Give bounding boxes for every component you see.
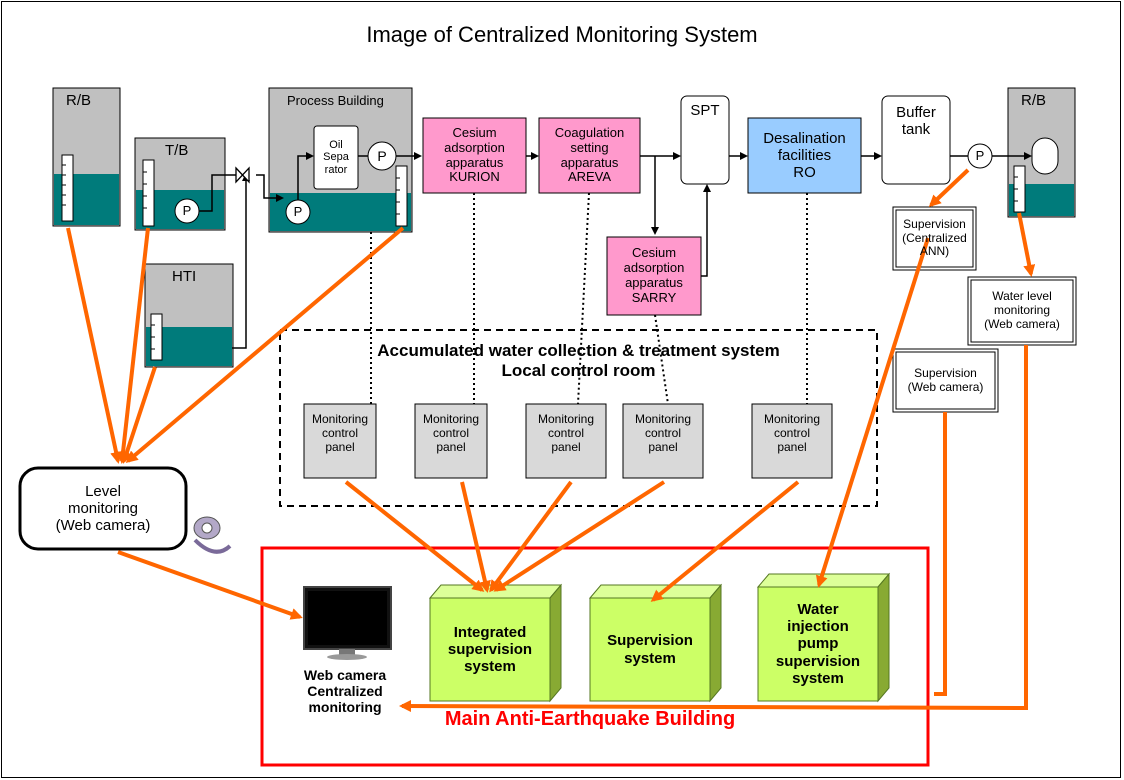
ro-box	[747, 117, 862, 194]
tank-hti	[144, 263, 234, 368]
supervision-box-frames	[892, 206, 1077, 413]
monitoring-panel-3: Monitoring control panel	[537, 412, 595, 454]
local-room-title: Accumulated water collection & treatment…	[280, 336, 877, 386]
buffer-tank-box	[881, 95, 951, 185]
sarry-label: Cesium adsorption apparatus SARRY	[623, 245, 685, 305]
kurion-label: Cesium adsorption apparatus KURION	[444, 124, 505, 185]
level-monitoring-label: Level monitoring (Web camera)	[55, 482, 151, 535]
sarry-box	[606, 236, 702, 316]
monitor-caption: Web camera Centralized monitoring	[303, 666, 387, 716]
pump-label-right: P	[975, 147, 985, 163]
valve-icon	[235, 166, 250, 184]
rb-right-label: R/B	[1021, 92, 1047, 109]
page-title: Image of Centralized Monitoring System	[366, 22, 758, 47]
webcam-icon	[193, 516, 232, 554]
hti-label: HTI	[172, 268, 197, 285]
orange-arrows	[66, 168, 1036, 713]
local-room-frame	[279, 329, 878, 507]
kurion-box	[422, 117, 527, 194]
process-building-label: Process Building	[287, 93, 384, 108]
level-monitoring-box	[18, 466, 188, 551]
areva-box	[538, 117, 641, 194]
local-room-title-line1: Accumulated water collection & treatment…	[377, 341, 780, 361]
tb-label: T/B	[165, 142, 189, 159]
tank-tb	[134, 137, 226, 231]
tank-rb-left	[52, 87, 121, 227]
monitoring-panel-4: Monitoring control panel	[634, 412, 692, 454]
ro-label: Desalination facilities RO	[763, 129, 846, 182]
pipes	[199, 152, 1032, 349]
pump-label-tb: P	[182, 202, 192, 218]
pump-label-process-lower: P	[293, 203, 303, 219]
oil-separator-label: Oil Sepa rator	[323, 138, 349, 176]
buffer-tank-label: Buffer tank	[896, 103, 936, 138]
pump-label-process: P	[377, 147, 387, 164]
local-room-title-line2: Local control room	[501, 361, 656, 380]
rb-left-label: R/B	[66, 92, 92, 109]
dotted-links	[370, 192, 808, 405]
supervision-centralized-label: Supervision (Centralized ANN)	[902, 216, 967, 259]
integrated-supervision-label: Integrated supervision system	[447, 623, 533, 676]
process-building	[268, 87, 413, 233]
green-boxes	[428, 572, 891, 703]
water-injection-label: Water injection pump supervision system	[775, 600, 861, 687]
supervision-system-label: Supervision system	[607, 632, 693, 667]
main-building-frame	[260, 546, 930, 767]
areva-label: Coagulation setting apparatus AREVA	[554, 124, 625, 185]
monitoring-panel-2: Monitoring control panel	[422, 412, 480, 454]
spt-label: SPT	[690, 102, 720, 120]
monitoring-panel-1: Monitoring control panel	[311, 412, 369, 454]
monitoring-panels	[303, 403, 833, 479]
monitor-icon	[303, 586, 392, 660]
main-building-label: Main Anti-Earthquake Building	[444, 707, 736, 730]
monitoring-panel-5: Monitoring control panel	[763, 412, 821, 454]
tank-rb-right	[1007, 87, 1076, 218]
supervision-web-camera-label: Supervision (Web camera)	[907, 365, 984, 394]
water-level-monitoring-label: Water level monitoring (Web camera)	[984, 289, 1060, 331]
